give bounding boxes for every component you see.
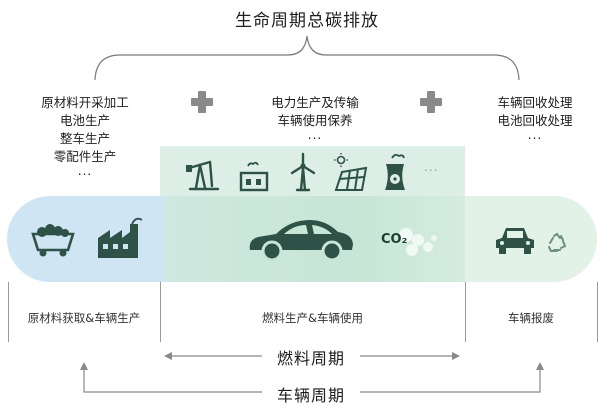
stage-divider: [8, 282, 9, 342]
electric-car-icon: [249, 220, 353, 262]
factory-icon: [98, 217, 143, 258]
stage-divider: [465, 282, 466, 342]
more-dots-icon: ...: [424, 160, 439, 174]
oil-pump-icon: [186, 160, 220, 191]
power-plant-icon: [239, 161, 269, 192]
diagram-title: 生命周期总碳排放: [235, 11, 379, 31]
co2-cloud-icon: [399, 228, 437, 256]
fuel-cycle-label: 燃料周期: [276, 349, 345, 368]
stage-3-text: 车辆回收处理 电池回收处理 ...: [460, 94, 610, 142]
scrap-car-icon: [496, 228, 534, 254]
wind-turbine-icon: [290, 152, 316, 192]
stage-1-label: 原材料获取&车辆生产: [27, 311, 141, 325]
stage-2-line-2: 车辆使用保养: [277, 113, 353, 128]
stage-1-line-3: 整车生产: [59, 131, 110, 146]
stage-2-text: 电力生产及传输 车辆使用保养 ...: [220, 94, 410, 142]
top-brace: [94, 35, 520, 81]
plus-icon: [191, 91, 213, 113]
stage-3-line-1: 车辆回收处理: [497, 95, 573, 110]
stage-1-line-2: 电池生产: [59, 113, 110, 128]
vehicle-cycle-label: 车辆周期: [276, 386, 345, 405]
stage-3-label: 车辆报废: [508, 311, 554, 325]
stage-2-line-1: 电力生产及传输: [271, 95, 359, 110]
stage-1-line-4: 零配件生产: [53, 149, 117, 164]
stage-1-line-1: 原材料开采加工: [41, 95, 129, 110]
stage-1-text: 原材料开采加工 电池生产 整车生产 零配件生产 ...: [10, 94, 160, 178]
nuclear-plant-icon: [385, 153, 405, 190]
mine-cart-icon: [31, 224, 75, 257]
solar-panel-icon: [334, 153, 368, 191]
recycle-icon: [548, 232, 567, 252]
plus-icon: [420, 91, 442, 113]
stage-divider: [160, 282, 161, 342]
stage-2-label: 燃料生产&车辆使用: [262, 311, 363, 325]
stage-3-line-2: 电池回收处理: [497, 113, 573, 128]
stage-divider: [597, 282, 598, 342]
stage-1-dots: ...: [77, 164, 93, 178]
co2-label: CO₂: [381, 232, 408, 247]
stage-2-dots: ...: [307, 128, 323, 142]
stage-3-dots: ...: [527, 128, 543, 142]
